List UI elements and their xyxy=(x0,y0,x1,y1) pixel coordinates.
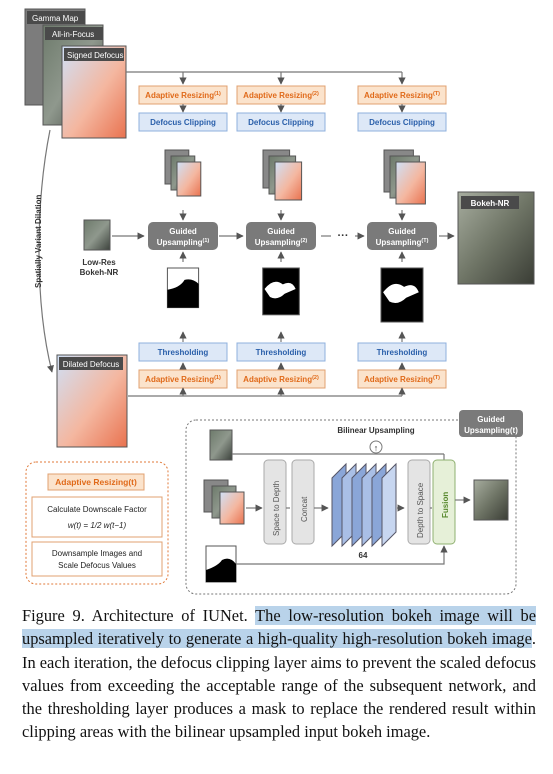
adaptive-resizing-top-label: Adaptive Resizing(T) xyxy=(364,91,440,100)
concat-label: Concat xyxy=(300,496,309,522)
guided-upsampling-label-line2: Upsampling(2) xyxy=(255,238,308,247)
spatially-variant-dilation-label: Spatially Variant Dilation xyxy=(34,195,43,288)
guided-upsampling-label-line1: Guided xyxy=(388,227,416,236)
detail-guided-title-line1: Guided xyxy=(477,415,505,424)
architecture-figure: Gamma Map All-in-Focus Signed Defocus Sp… xyxy=(24,8,535,595)
input-stack: Gamma Map All-in-Focus Signed Defocus xyxy=(24,8,127,139)
iteration-column-T: Adaptive Resizing(T) Defocus ClippingGuid… xyxy=(357,85,447,389)
dilated-defocus-image xyxy=(56,354,128,448)
defocus-clipping-label: Defocus Clipping xyxy=(369,118,435,127)
defocus-clipping-box xyxy=(138,112,228,132)
guided-upsampling-box xyxy=(148,222,218,250)
adaptive-resizing-bottom-label: Adaptive Resizing(1) xyxy=(145,375,221,384)
adaptive-resizing-detail: Adaptive Resizing(t) Calculate Downscale… xyxy=(25,461,169,585)
clipped-input-stack xyxy=(176,161,202,197)
bilinear-upsampling-label: Bilinear Upsampling xyxy=(337,426,414,435)
iteration-ellipsis: ··· xyxy=(338,230,349,242)
detail-adaptive-formula: w(t) = 1/2 w(t−1) xyxy=(68,521,127,530)
guided-upsampling-label-line1: Guided xyxy=(169,227,197,236)
thresholding-label: Thresholding xyxy=(377,348,428,357)
thresholding-box xyxy=(357,342,447,362)
thresholding-box xyxy=(236,342,326,362)
detail-adaptive-step2-line1: Downsample Images and xyxy=(52,549,142,558)
detail-adaptive-step2-line2: Scale Defocus Values xyxy=(58,561,136,570)
guided-upsampling-box xyxy=(246,222,316,250)
thresholding-label: Thresholding xyxy=(158,348,209,357)
fusion-label: Fusion xyxy=(441,492,450,518)
output-label: Bokeh-NR xyxy=(471,199,510,208)
thresholding-label: Thresholding xyxy=(256,348,307,357)
guided-upsampling-label-line2: Upsampling(1) xyxy=(157,238,210,247)
defocus-clipping-label: Defocus Clipping xyxy=(150,118,216,127)
defocus-clipping-box xyxy=(357,112,447,132)
detail-adaptive-step1: Calculate Downscale Factor xyxy=(47,505,147,514)
figure-caption: Figure 9. Architecture of IUNet. The low… xyxy=(22,604,536,744)
detail-adaptive-title: Adaptive Resizing(t) xyxy=(55,477,137,487)
guided-upsampling-detail: Guided Upsampling(t) Bilinear Upsampling… xyxy=(185,410,523,595)
all-in-focus-label: All-in-Focus xyxy=(52,30,94,39)
dilated-defocus-label: Dilated Defocus xyxy=(63,360,119,369)
low-res-label-line1: Low-Res xyxy=(82,258,116,267)
space-to-depth-label: Space to Depth xyxy=(272,481,281,536)
adaptive-resizing-top-label: Adaptive Resizing(1) xyxy=(145,91,221,100)
caption-rest: . In each iteration, the defocus clippin… xyxy=(22,629,536,742)
signed-defocus-label: Signed Defocus xyxy=(67,51,123,60)
caption-lead: Figure 9. Architecture of IUNet. xyxy=(22,606,256,625)
clipped-input-stack xyxy=(395,161,426,205)
guided-upsampling-label-line1: Guided xyxy=(267,227,295,236)
thresholding-box xyxy=(138,342,228,362)
channels-label: 64 xyxy=(359,551,368,560)
depth-to-space-label: Depth to Space xyxy=(416,482,425,538)
iteration-column-2: Adaptive Resizing(2) Defocus ClippingGuid… xyxy=(236,85,326,389)
low-res-bokeh-image xyxy=(83,219,111,251)
svg-text:↑: ↑ xyxy=(374,443,379,453)
adaptive-resizing-bottom-label: Adaptive Resizing(T) xyxy=(364,375,440,384)
detail-guided-title-line2: Upsampling(t) xyxy=(464,426,518,435)
iteration-column-1: Adaptive Resizing(1) Defocus ClippingGuid… xyxy=(138,85,228,389)
defocus-clipping-label: Defocus Clipping xyxy=(248,118,314,127)
guided-upsampling-box xyxy=(367,222,437,250)
conv-blocks xyxy=(331,462,397,548)
adaptive-resizing-top-label: Adaptive Resizing(2) xyxy=(243,91,319,100)
gamma-map-label: Gamma Map xyxy=(32,14,79,23)
defocus-clipping-box xyxy=(236,112,326,132)
clipped-input-stack xyxy=(274,161,303,201)
adaptive-resizing-bottom-label: Adaptive Resizing(2) xyxy=(243,375,319,384)
guided-upsampling-label-line2: Upsampling(T) xyxy=(376,238,429,247)
low-res-label-line2: Bokeh-NR xyxy=(80,268,119,277)
